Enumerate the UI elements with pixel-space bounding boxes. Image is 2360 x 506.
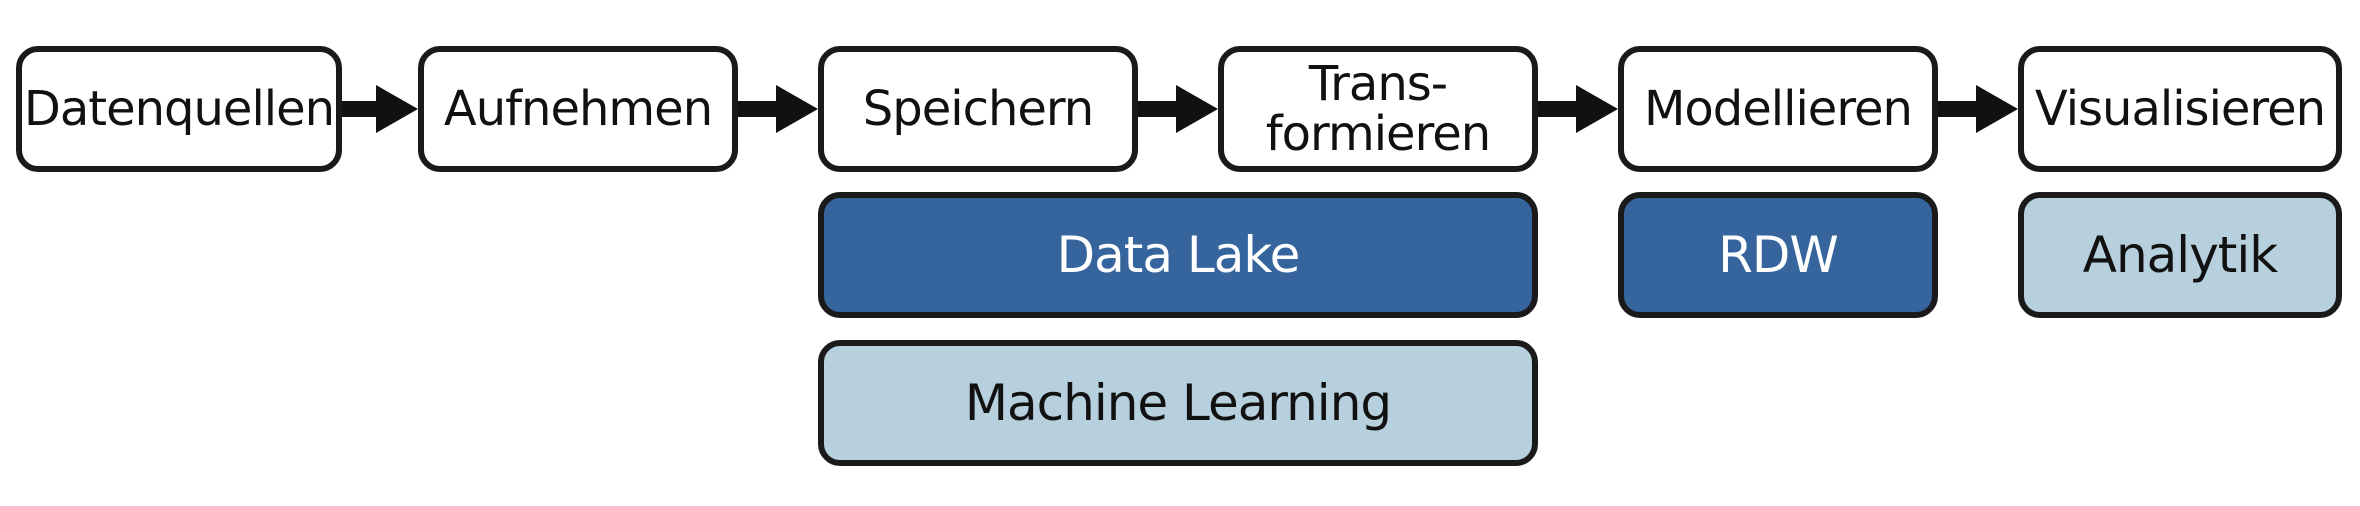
machine-learning-bar: Machine Learning [818,340,1538,466]
data-lake-bar: Data Lake [818,192,1538,318]
step-visualisieren: Visualisieren [2018,46,2342,172]
step-label: Trans- formieren [1265,56,1491,162]
step-aufnehmen: Aufnehmen [418,46,738,172]
arrow-icon [1138,85,1218,133]
step-modellieren: Modellieren [1618,46,1938,172]
rdw-label: RDW [1718,226,1839,284]
data-lake-label: Data Lake [1056,226,1301,284]
step-transformieren: Trans- formieren [1218,46,1538,172]
arrow-icon [1938,85,2018,133]
step-speichern: Speichern [818,46,1138,172]
analytik-bar: Analytik [2018,192,2342,318]
analytik-label: Analytik [2082,226,2278,284]
arrow-icon [342,85,418,133]
step-label: Aufnehmen [443,81,713,137]
step-label: Modellieren [1644,81,1913,137]
arrow-icon [1538,85,1618,133]
step-label: Speichern [862,81,1094,137]
step-label: Datenquellen [23,81,335,137]
rdw-bar: RDW [1618,192,1938,318]
step-label: Visualisieren [2034,81,2326,137]
arrow-icon [738,85,818,133]
machine-learning-label: Machine Learning [964,374,1392,432]
step-datenquellen: Datenquellen [16,46,342,172]
